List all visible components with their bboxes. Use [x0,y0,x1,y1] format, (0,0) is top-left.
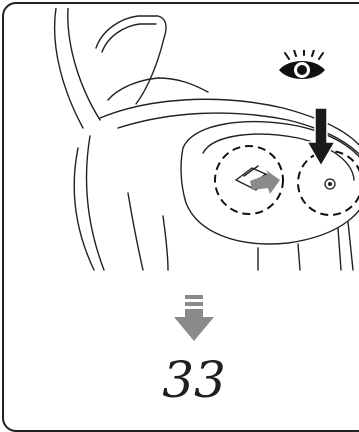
handle-shape [96,16,166,104]
eye-icon [275,50,329,84]
continue-down-arrow-icon [174,295,214,341]
down-arrow-icon [305,106,337,168]
base-outline-left [74,148,94,270]
step-number: 33 [4,350,359,410]
right-arrow-icon [248,170,282,196]
